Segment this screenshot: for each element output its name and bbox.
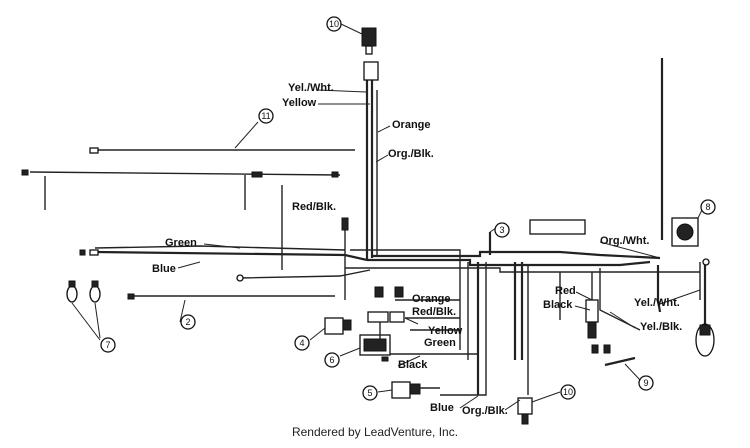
label-yel-blk-right: Yel./Blk. [640,321,682,333]
component-8 [671,209,703,247]
label-black-right: Black [543,299,573,311]
harness-2 [127,293,335,323]
callout-10-top: 10 [326,16,363,35]
callout-8-label: 8 [705,202,710,212]
harness-11 [21,121,355,210]
component-4 [309,317,352,341]
callout-5-label: 5 [367,388,372,398]
callout-11: 11 [258,108,274,124]
label-red-blk-left: Red/Blk. [292,201,336,213]
callout-3-label: 3 [499,225,504,235]
callout-9: 9 [638,375,654,391]
label-blue-left: Blue [152,263,176,275]
callout-9-label: 9 [643,378,648,388]
label-org-blk-top: Org./Blk. [388,148,434,160]
label-leaders [177,89,701,411]
lamp-bulbs [66,280,101,341]
label-black-center: Black [398,359,428,371]
callout-7: 7 [100,337,116,353]
switch-component-bottom [517,391,561,425]
label-org-blk-bottom: Org./Blk. [462,405,508,417]
switch-component-top [361,27,377,55]
label-orange-center: Orange [412,293,451,305]
callout-7-label: 7 [105,340,110,350]
label-org-wht-right: Org./Wht. [600,235,650,247]
component-9 [604,356,641,381]
label-green-left: Green [165,237,197,249]
center-connectors [367,286,478,362]
red-blk-lead [281,185,349,300]
component-6 [339,334,391,357]
callout-11-label: 11 [261,111,270,121]
callout-10-bottom-label: 10 [563,387,573,397]
label-yellow-top: Yellow [282,97,317,109]
label-green-center: Green [424,337,456,349]
main-harness [94,58,707,396]
label-red-right: Red [555,285,576,297]
footer-credit: Rendered by LeadVenture, Inc. [292,425,458,439]
label-blue-bottom: Blue [430,402,454,414]
label-orange-top: Orange [392,119,431,131]
label-yel-wht-top: Yel./Wht. [288,82,334,94]
label-yel-wht-right: Yel./Wht. [634,297,680,309]
callout-2-label: 2 [185,317,190,327]
callout-10-top-label: 10 [329,19,339,29]
callout-4: 4 [294,335,310,351]
callout-2: 2 [180,314,196,330]
callout-6: 6 [324,352,340,368]
component-5 [377,381,440,399]
callout-8: 8 [700,199,716,215]
callout-6-label: 6 [329,355,334,365]
bracket-3 [489,219,586,235]
callout-4-label: 4 [299,338,304,348]
label-yellow-center: Yellow [428,325,463,337]
callout-10-bottom: 10 [560,384,576,400]
right-connectors [585,258,715,357]
callout-3: 3 [494,222,510,238]
callout-5: 5 [362,385,378,401]
small-terminals [79,249,244,282]
label-red-blk-center: Red/Blk. [412,306,456,318]
